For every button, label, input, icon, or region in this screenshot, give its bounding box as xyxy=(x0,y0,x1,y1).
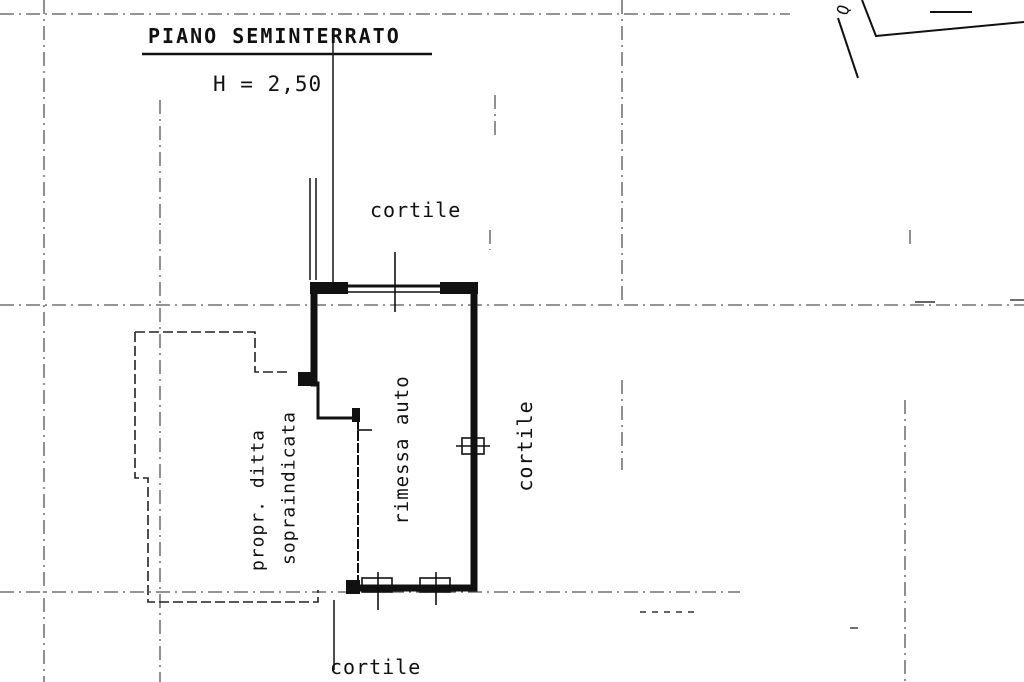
neighbor-label-line2: sopraindicata xyxy=(278,411,300,565)
plan-title: PIANO SEMINTERRATO xyxy=(148,24,401,48)
stray-marks xyxy=(640,299,1024,629)
corner-fragment xyxy=(837,0,1024,79)
courtyard-right-label: cortile xyxy=(513,400,537,492)
height-label: H = 2,50 xyxy=(213,72,323,96)
neighbor-property-outline xyxy=(134,331,319,603)
boundary-line xyxy=(309,30,335,670)
opening-marks xyxy=(357,252,490,610)
wall-blocks xyxy=(298,282,478,594)
courtyard-bottom-label: cortile xyxy=(330,655,422,679)
neighbor-label-line1: propr. ditta xyxy=(247,428,269,572)
courtyard-top-label: cortile xyxy=(370,198,462,222)
garage-label: rimessa auto xyxy=(391,375,413,525)
